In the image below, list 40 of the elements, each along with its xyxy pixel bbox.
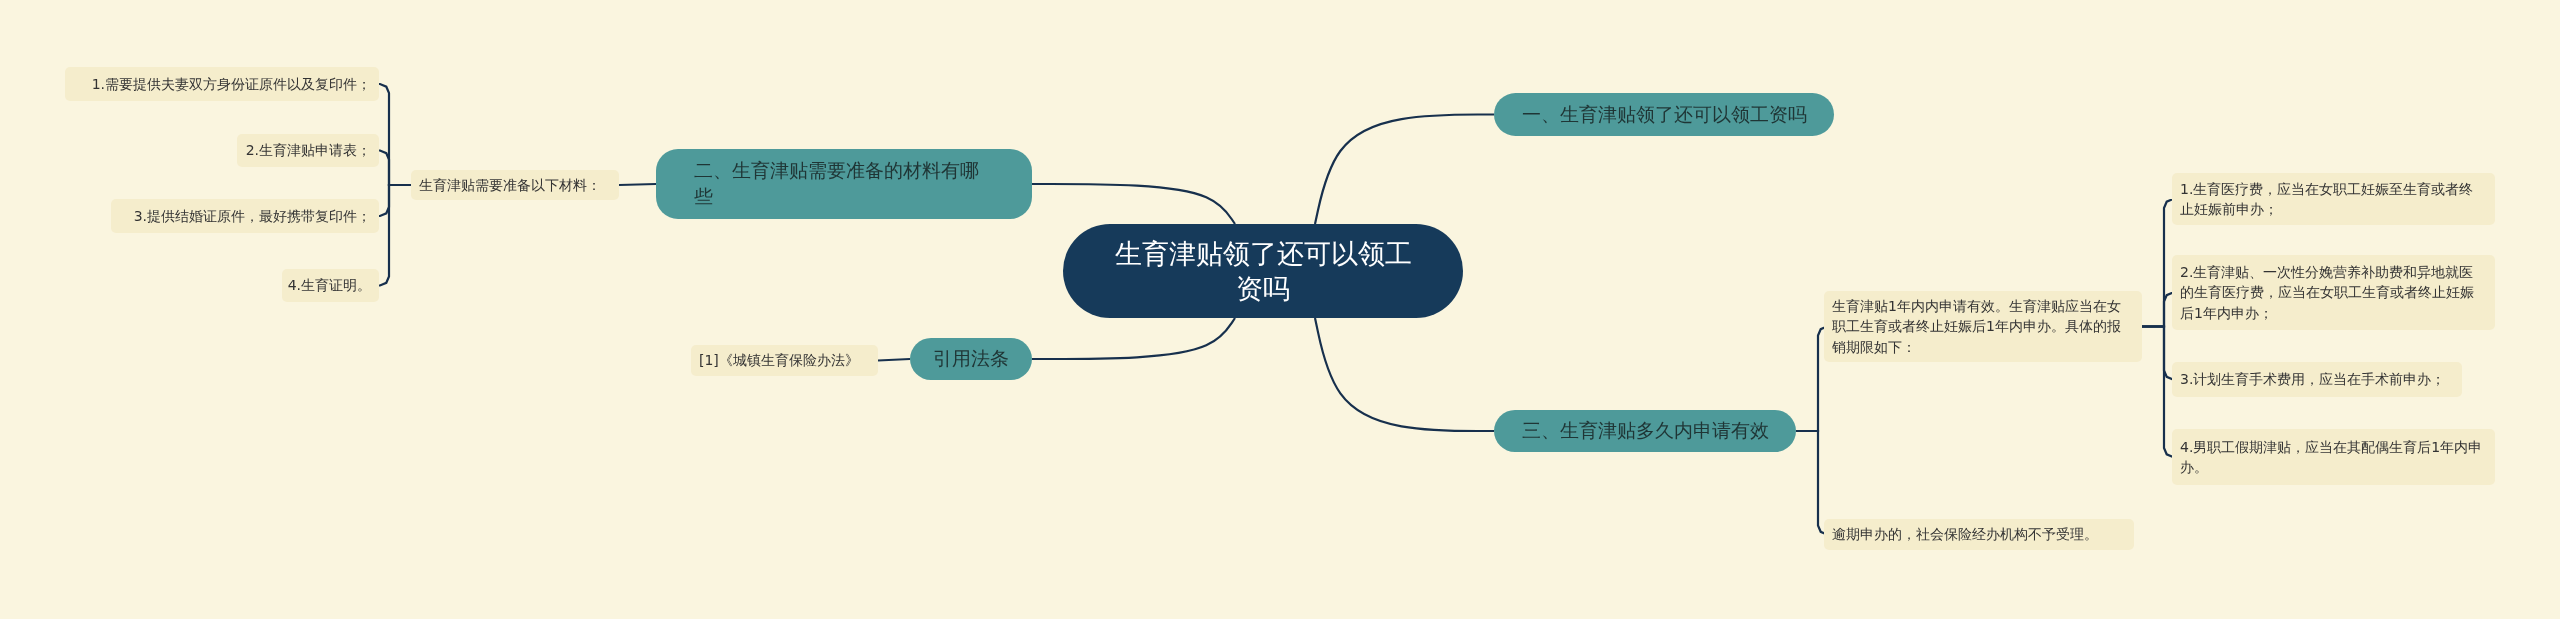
topic-text: 1.生育医疗费，应当在女职工妊娠至生育或者终止妊娠前申办； bbox=[2180, 179, 2475, 219]
topic-text: 4.男职工假期津贴，应当在其配偶生育后1年内申办。 bbox=[2180, 437, 2484, 477]
topic-text: 3.计划生育手术费用，应当在手术前申办； bbox=[2180, 370, 2446, 390]
note-card bbox=[411, 170, 619, 200]
note-card bbox=[237, 134, 379, 167]
topic-text: 4.生育证明。 bbox=[287, 276, 371, 296]
note-card bbox=[1824, 519, 2134, 550]
topic-pill bbox=[910, 338, 1032, 380]
topic-text: [1]《城镇生育保险办法》 bbox=[699, 351, 859, 371]
connector-line bbox=[1313, 113, 1494, 225]
topic-pill bbox=[656, 149, 1032, 219]
connector-line bbox=[1032, 317, 1236, 361]
note-card bbox=[111, 199, 379, 233]
note-card bbox=[2172, 173, 2495, 225]
topic-text: 逾期申办的，社会保险经办机构不予受理。 bbox=[1832, 525, 2098, 545]
connector-line bbox=[378, 183, 411, 287]
note-card bbox=[2172, 255, 2495, 330]
topic-pill bbox=[1494, 410, 1796, 452]
topic-text: 生育津贴需要准备以下材料： bbox=[419, 175, 601, 195]
topic-text: 生育津贴领了还可以领工资吗 bbox=[1113, 236, 1413, 306]
topic-text: 生育津贴1年内内申请有效。生育津贴应当在女职工生育或者终止妊娠后1年内申办。具体的报销期限如下： bbox=[1832, 297, 2122, 357]
note-card bbox=[282, 269, 379, 302]
connector-line bbox=[877, 357, 911, 362]
topic-text: 引用法条 bbox=[933, 346, 1009, 372]
topic-text: 2.生育津贴申请表； bbox=[245, 141, 371, 161]
note-card bbox=[65, 67, 379, 101]
connector-line bbox=[618, 182, 657, 187]
note-card bbox=[2172, 362, 2462, 397]
note-card bbox=[691, 345, 878, 376]
topic-text: 1.需要提供夫妻双方身份证原件以及复印件； bbox=[91, 74, 371, 94]
topic-text: 三、生育津贴多久内申请有效 bbox=[1521, 418, 1769, 444]
topic-pill bbox=[1494, 93, 1834, 136]
note-card bbox=[2172, 429, 2495, 485]
topic-text: 3.提供结婚证原件，最好携带复印件； bbox=[133, 206, 371, 226]
topic-text: 2.生育津贴、一次性分娩营养补助费和异地就医的生育医疗费，应当在女职工生育或者终止妊娠后1年内申办； bbox=[2180, 263, 2475, 323]
topic-text: 二、生育津贴需要准备的材料有哪些 bbox=[694, 158, 980, 209]
note-card bbox=[1824, 291, 2142, 362]
connector-line bbox=[1032, 182, 1236, 225]
connector-line bbox=[1313, 317, 1494, 433]
topic-text: 一、生育津贴领了还可以领工资吗 bbox=[1521, 101, 1807, 127]
